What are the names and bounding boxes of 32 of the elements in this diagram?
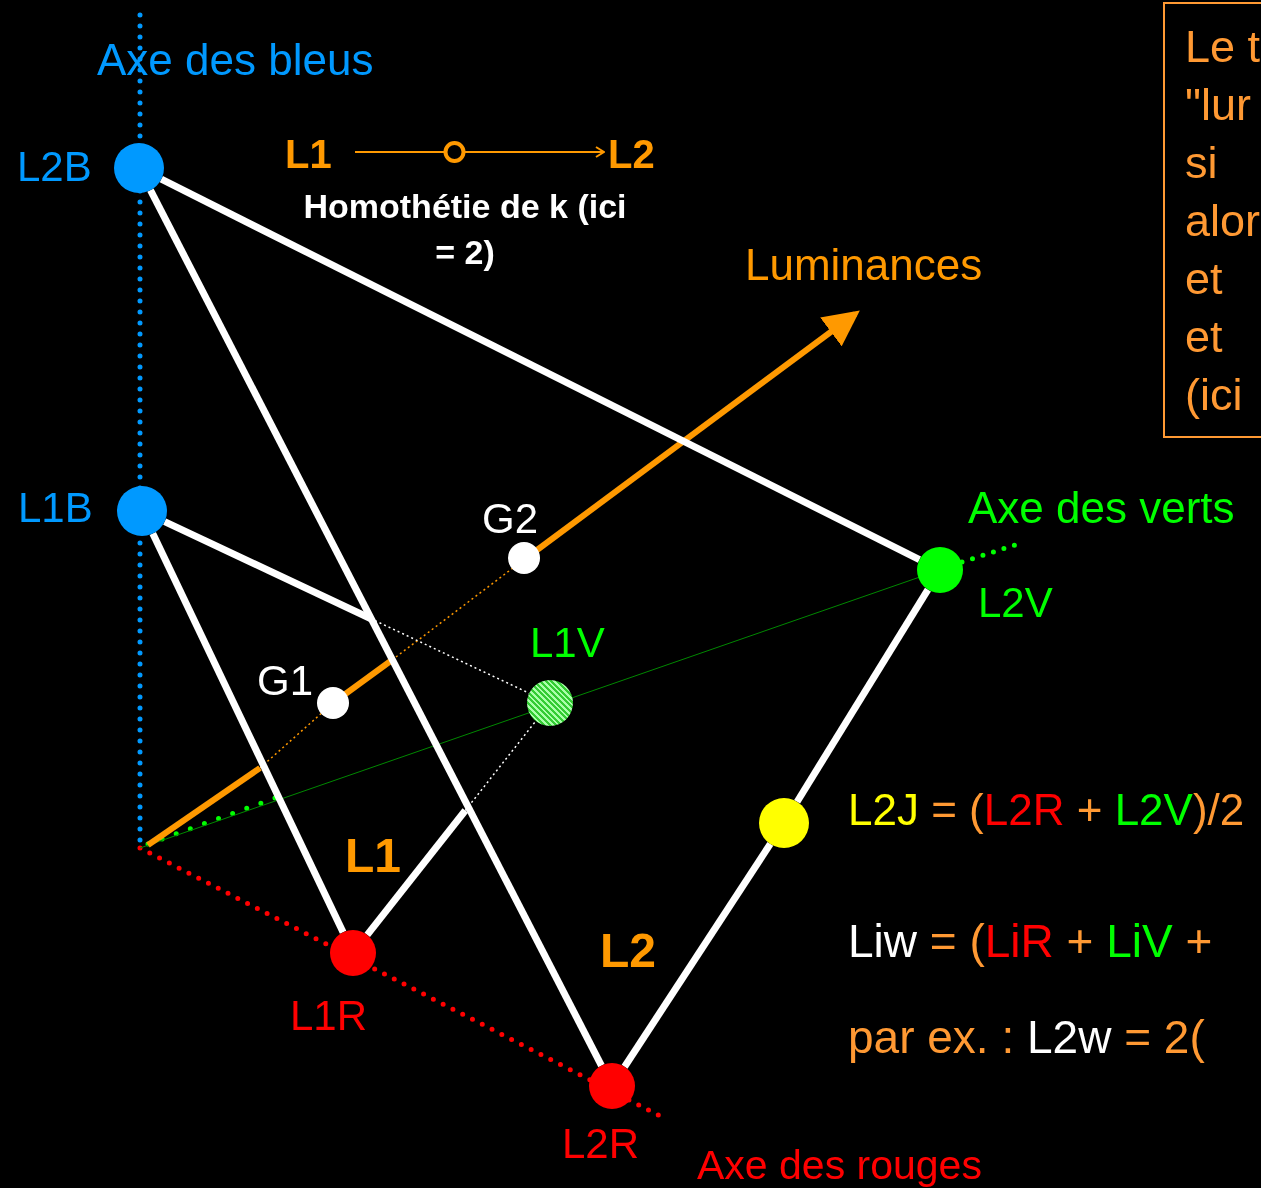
point-label: L2V xyxy=(978,582,1053,624)
panel-text-line: (ici xyxy=(1185,372,1243,417)
axis-title: Axe des bleus xyxy=(97,38,374,82)
point-label: L1R xyxy=(290,995,368,1037)
point-label: L2B xyxy=(17,146,92,188)
axis-title: Axe des verts xyxy=(968,486,1235,530)
point-label: L1V xyxy=(530,622,605,664)
term-label: L1 xyxy=(285,134,332,174)
triangle-edge xyxy=(794,587,931,804)
axis-title: Luminances xyxy=(745,243,983,287)
panel-text-line: "lur xyxy=(1185,82,1251,127)
point-label: G2 xyxy=(482,498,539,540)
triangle-edge xyxy=(159,176,921,563)
term-label: L2 xyxy=(608,134,655,174)
panel-text-line: si xyxy=(1185,140,1218,185)
arrow xyxy=(354,141,605,163)
caption-text: Homothétie de k (ici = 2) xyxy=(302,186,628,273)
triangle-edge xyxy=(364,720,537,938)
formula: L2J = (L2R + L2V)/2 xyxy=(848,788,1245,832)
panel-text-line: Le t xyxy=(1185,24,1261,69)
point-label: G1 xyxy=(257,660,314,702)
shape-label: L1 xyxy=(345,832,401,880)
point-label: L1B xyxy=(18,487,93,529)
point-label: L2R xyxy=(562,1123,640,1165)
triangle-edge xyxy=(149,532,347,934)
panel-text-line: alor xyxy=(1185,198,1261,243)
triangle-edge xyxy=(621,842,774,1069)
panel-text-line: et xyxy=(1185,256,1223,301)
axis-title: Axe des rouges xyxy=(697,1145,982,1186)
panel-text-line: et xyxy=(1185,314,1223,359)
triangle-edge xyxy=(147,188,605,1068)
shape-label: L2 xyxy=(600,927,656,975)
